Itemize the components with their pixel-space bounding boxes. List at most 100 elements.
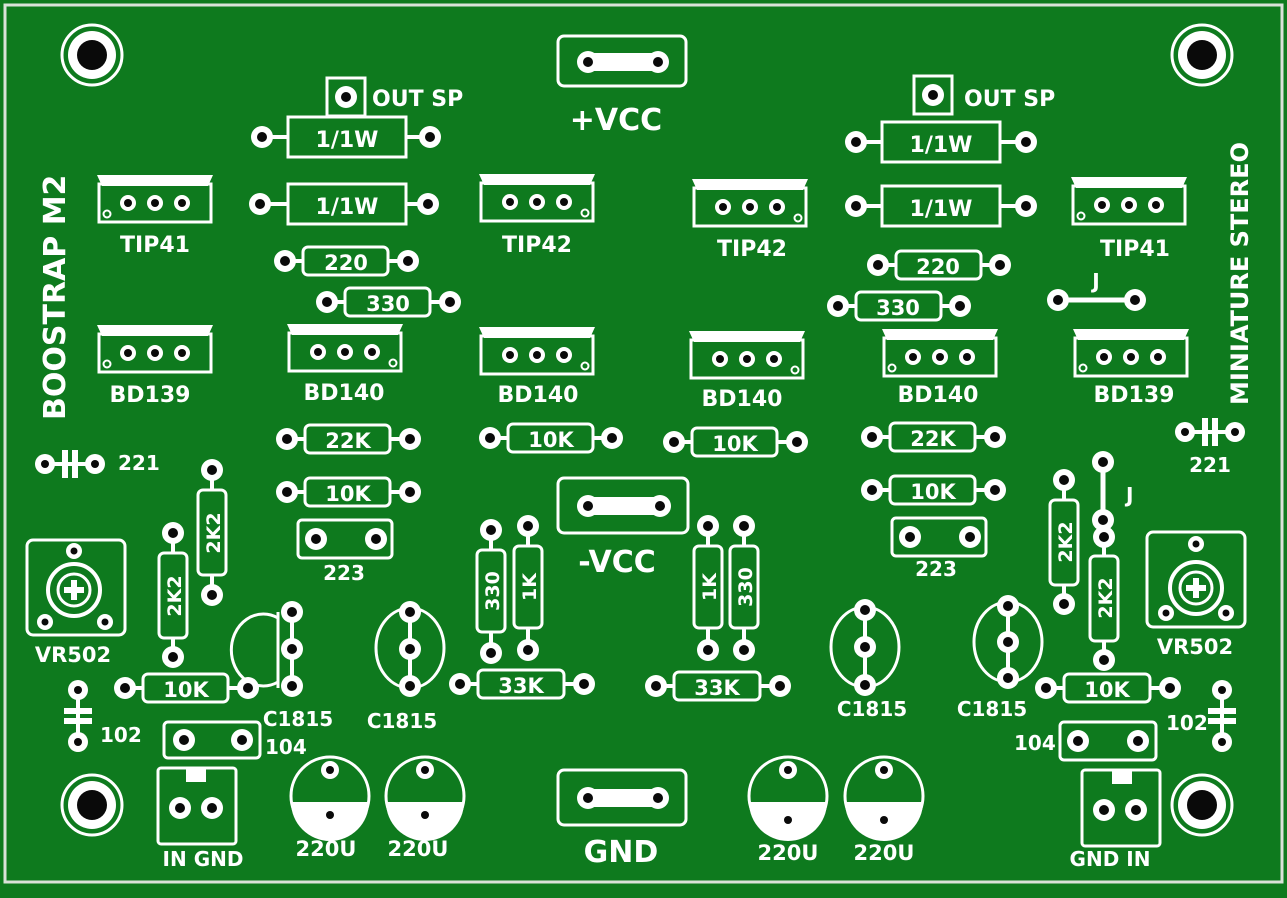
resistor-1w-value: 1/1W — [910, 197, 973, 222]
tip41-label: TIP41 — [1100, 237, 1170, 262]
resistor-330[interactable]: 330 — [728, 515, 760, 661]
bd140-label: BD140 — [304, 381, 385, 406]
resistor-10k[interactable]: 10K — [1035, 672, 1181, 704]
bd139-label: BD139 — [110, 383, 191, 408]
tip42-label: TIP42 — [717, 237, 787, 262]
resistor-330[interactable]: 330 — [475, 519, 507, 664]
resistor-22k[interactable]: 22K — [276, 423, 421, 455]
capacitor-104-label: 104 — [1014, 731, 1056, 755]
resistor-10k-value: 10K — [910, 480, 956, 504]
capacitor-220u[interactable] — [384, 755, 466, 841]
capacitor-221[interactable] — [1175, 418, 1245, 446]
capacitor-220u-label: 220U — [296, 837, 357, 861]
capacitor-220u-label: 220U — [758, 841, 819, 865]
resistor-220[interactable]: 220 — [867, 249, 1011, 281]
resistor-1w-value: 1/1W — [910, 133, 973, 158]
c1815-label: C1815 — [957, 697, 1027, 721]
capacitor-102[interactable] — [1208, 680, 1236, 752]
resistor-2k2[interactable]: 2K2 — [1088, 526, 1120, 671]
capacitor-102-label: 102 — [100, 723, 142, 747]
tip42-label: TIP42 — [502, 233, 572, 258]
resistor-22k-value: 22K — [910, 427, 956, 451]
jumper[interactable] — [1047, 289, 1146, 311]
resistor-10k-value: 10K — [712, 432, 758, 456]
resistor-2k2[interactable]: 2K2 — [1048, 469, 1080, 615]
trimmer-vr502[interactable] — [1145, 530, 1247, 629]
resistor-330[interactable]: 330 — [827, 290, 971, 322]
resistor-10k[interactable]: 10K — [276, 476, 421, 508]
resistor-1k[interactable]: 1K — [692, 515, 724, 661]
vcc-neg-label: -VCC — [578, 545, 656, 580]
resistor-1k[interactable]: 1K — [512, 515, 544, 661]
capacitor-223[interactable] — [890, 516, 988, 558]
capacitor-220u[interactable] — [843, 755, 925, 841]
resistor-2k2-value: 2K2 — [203, 512, 225, 553]
resistor-22k[interactable]: 22K — [861, 421, 1006, 453]
trimmer-vr502[interactable] — [25, 538, 127, 637]
capacitor-223-label: 223 — [323, 561, 365, 585]
resistor-2k2[interactable]: 2K2 — [157, 522, 189, 668]
vcc-pos-label: +VCC — [570, 103, 662, 138]
resistor-220[interactable]: 220 — [274, 245, 419, 277]
capacitor-221-label: 221 — [118, 451, 160, 475]
capacitor-220u[interactable] — [747, 755, 829, 841]
resistor-1w[interactable]: 1/1W — [845, 184, 1037, 228]
vcc-neg-connector[interactable] — [556, 476, 690, 535]
resistor-2k2-value: 2K2 — [1055, 521, 1077, 562]
bd140-label: BD140 — [498, 383, 579, 408]
speaker-out-pad-right[interactable] — [912, 74, 954, 116]
jumper-label: J — [1124, 483, 1133, 507]
input-label-left: IN GND — [163, 847, 244, 871]
jumper-label: J — [1090, 269, 1099, 293]
mounting-hole — [1170, 23, 1234, 87]
resistor-22k-value: 22K — [325, 429, 371, 453]
capacitor-104[interactable] — [162, 720, 262, 760]
input-label-right: GND IN — [1070, 847, 1151, 871]
capacitor-104[interactable] — [1058, 720, 1158, 762]
resistor-10k[interactable]: 10K — [479, 422, 623, 454]
resistor-33k[interactable]: 33K — [645, 670, 791, 702]
gnd-connector[interactable] — [556, 768, 688, 827]
capacitor-223[interactable] — [296, 518, 394, 560]
transistor-c1815[interactable] — [829, 599, 901, 696]
transistor-c1815[interactable] — [972, 595, 1044, 689]
speaker-out-label-right: OUT SP — [964, 87, 1055, 112]
resistor-10k-value: 10K — [325, 482, 371, 506]
capacitor-102[interactable] — [64, 680, 92, 752]
tip41-label: TIP41 — [120, 233, 190, 258]
resistor-10k[interactable]: 10K — [861, 474, 1006, 506]
resistor-10k-value: 10K — [1084, 678, 1130, 702]
resistor-220-value: 220 — [916, 255, 960, 279]
trimmer-vr502-label: VR502 — [1157, 635, 1233, 659]
capacitor-221[interactable] — [35, 450, 105, 478]
c1815-label: C1815 — [837, 697, 907, 721]
transistor-c1815[interactable] — [374, 601, 446, 697]
bd139-label: BD139 — [1094, 383, 1175, 408]
resistor-10k[interactable]: 10K — [114, 672, 259, 704]
input-connector-left[interactable] — [156, 766, 238, 846]
capacitor-220u[interactable] — [289, 755, 371, 841]
capacitor-104-label: 104 — [265, 735, 307, 759]
resistor-1w[interactable]: 1/1W — [251, 115, 441, 159]
resistor-33k[interactable]: 33K — [449, 668, 595, 700]
capacitor-220u-label: 220U — [388, 837, 449, 861]
capacitor-223-label: 223 — [915, 557, 957, 581]
resistor-1w[interactable]: 1/1W — [249, 182, 439, 226]
resistor-330[interactable]: 330 — [316, 286, 461, 318]
resistor-330-value: 330 — [876, 296, 920, 320]
trimmer-vr502-label: VR502 — [35, 643, 111, 667]
resistor-330-value: 330 — [735, 567, 757, 607]
jumper[interactable] — [1092, 451, 1114, 531]
resistor-10k[interactable]: 10K — [663, 426, 808, 458]
capacitor-102-label: 102 — [1166, 711, 1208, 735]
transistor-c1815[interactable] — [229, 601, 303, 697]
vcc-pos-connector[interactable] — [556, 34, 688, 88]
input-connector-right[interactable] — [1080, 768, 1162, 848]
board-subtitle: MINIATURE STEREO — [1226, 142, 1254, 405]
speaker-out-label-left: OUT SP — [372, 87, 463, 112]
resistor-1w-value: 1/1W — [316, 195, 379, 220]
resistor-1w[interactable]: 1/1W — [845, 120, 1037, 164]
resistor-2k2[interactable]: 2K2 — [196, 459, 228, 606]
resistor-2k2-value: 2K2 — [164, 575, 186, 616]
resistor-10k-value: 10K — [528, 428, 574, 452]
